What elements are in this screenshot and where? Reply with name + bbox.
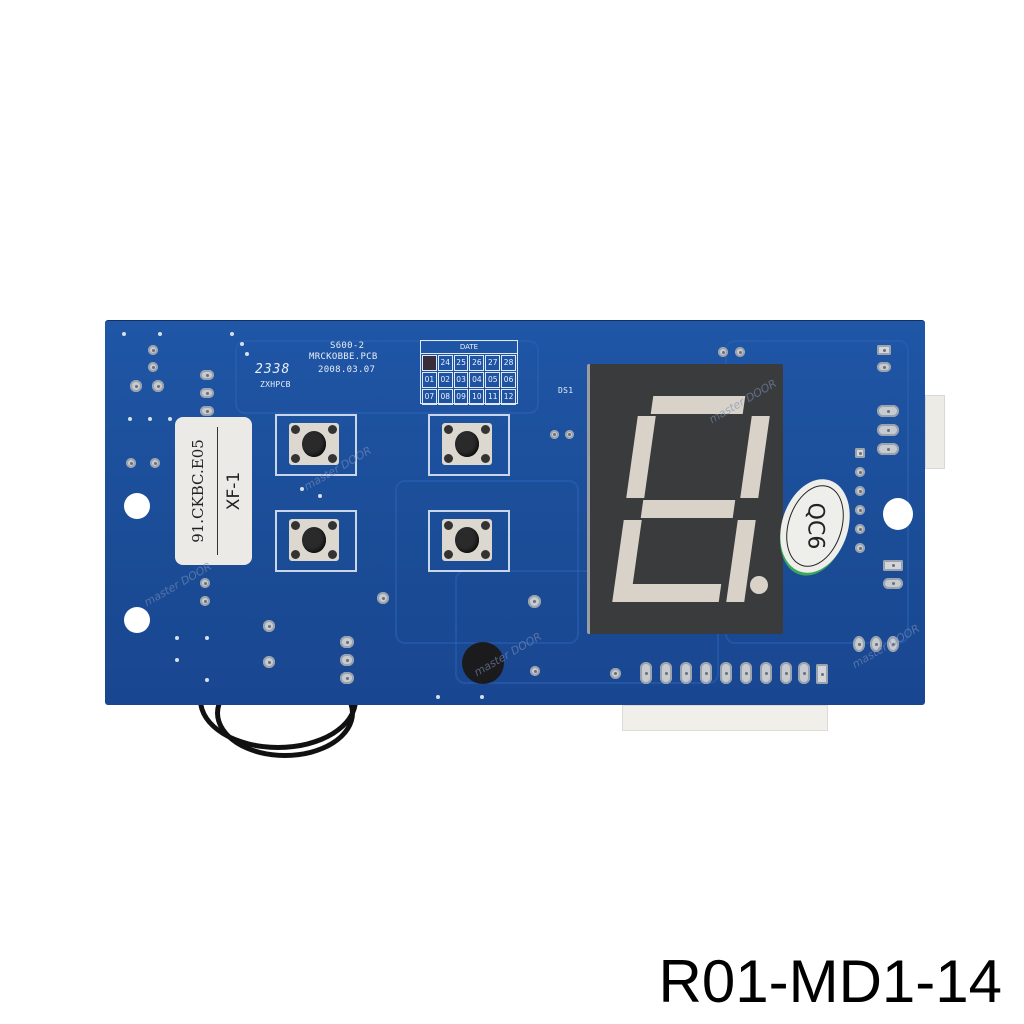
silk-display-ref: DS1 — [558, 386, 574, 395]
pcb-trace — [235, 340, 539, 414]
segment-b — [740, 416, 770, 498]
date-cell: 10 — [469, 389, 485, 405]
silk-pcb-file: MRCKOBBE.PCB — [309, 352, 378, 362]
switch-button-icon — [302, 527, 326, 553]
date-cell: 26 — [469, 355, 485, 371]
mounting-hole — [883, 498, 913, 530]
switch-button-icon — [302, 431, 326, 457]
bottom-connector — [622, 705, 828, 731]
silk-date-code: 2008.03.07 — [318, 365, 376, 375]
date-cell: 24 — [437, 355, 453, 371]
tact-switch-2[interactable] — [428, 414, 510, 476]
date-cell — [422, 355, 437, 371]
date-cell: 12 — [501, 389, 516, 405]
side-connector — [925, 395, 945, 469]
switch-button-icon — [455, 431, 479, 457]
date-cell: 07 — [422, 389, 437, 405]
date-cell: 01 — [422, 372, 437, 388]
date-cell: 04 — [469, 372, 485, 388]
silk-board-model: S600-2 — [330, 341, 365, 351]
segment-g — [640, 500, 736, 518]
switch-body — [289, 519, 339, 561]
decimal-point — [750, 576, 768, 594]
date-cell: 02 — [437, 372, 453, 388]
segment-d — [626, 584, 722, 602]
silk-maker: ZXHPCB — [260, 380, 291, 389]
mounting-hole — [124, 607, 150, 633]
switch-body — [289, 423, 339, 465]
switch-button-icon — [455, 527, 479, 553]
tact-switch-4[interactable] — [428, 510, 510, 572]
sticker-divider — [217, 427, 218, 555]
tact-switch-1[interactable] — [275, 414, 357, 476]
date-grid-header: DATE — [421, 341, 517, 354]
mounting-hole — [124, 493, 150, 519]
silk-number: 2338 — [255, 362, 291, 377]
product-code: R01-MD1-14 — [658, 948, 1002, 1015]
seven-segment-display — [587, 364, 783, 634]
date-cell: 08 — [437, 389, 453, 405]
date-cell: 27 — [485, 355, 501, 371]
switch-body — [442, 519, 492, 561]
part-number: 91.CKBC.E05 — [189, 439, 207, 543]
buzzer-component — [462, 642, 504, 684]
model-label: XF-1 — [224, 471, 244, 511]
switch-body — [442, 423, 492, 465]
segment-f — [626, 416, 656, 498]
date-cell: 11 — [485, 389, 501, 405]
tact-switch-3[interactable] — [275, 510, 357, 572]
date-cell: 05 — [485, 372, 501, 388]
date-grid: DATE 24 25 26 27 28 01 02 03 04 05 06 07… — [420, 340, 518, 405]
date-cell: 09 — [453, 389, 469, 405]
qc-text: QC6 — [802, 502, 828, 550]
date-cell: 03 — [453, 372, 469, 388]
date-cell: 06 — [501, 372, 516, 388]
date-cell: 25 — [453, 355, 469, 371]
part-label-sticker: 91.CKBC.E05 XF-1 — [175, 417, 252, 565]
date-cell: 28 — [501, 355, 516, 371]
